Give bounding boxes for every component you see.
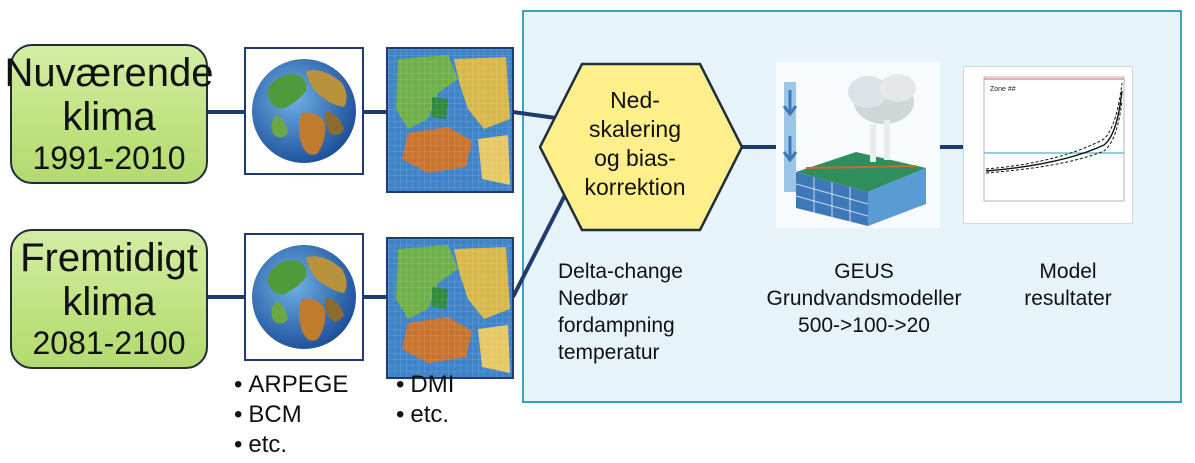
globe-icon <box>244 233 364 361</box>
globe-icon <box>244 47 364 175</box>
period-label: Fremtidigt <box>20 236 198 280</box>
downscaling-hexagon <box>538 62 744 232</box>
list-item: DMI <box>396 370 454 400</box>
current-climate-box: Nuværende klima 1991-2010 <box>5 44 214 184</box>
geus-label: GEUS Grundvandsmodeller 500->100->20 <box>752 258 976 339</box>
groundwater-model-icon <box>776 62 940 228</box>
delta-change-line: fordampning <box>558 314 675 337</box>
delta-change-line: Delta-change <box>558 260 683 283</box>
period-years: 1991-2010 <box>32 140 186 176</box>
model-results-label: Model resultater <box>1004 258 1132 312</box>
list-item: ARPEGE <box>234 370 348 400</box>
europe-map-icon <box>386 47 514 193</box>
delta-change-line: Nedbør <box>558 287 629 310</box>
list-item: etc. <box>234 430 348 460</box>
period-label: klima <box>62 95 156 139</box>
geus-line: Grundvandsmodeller <box>766 287 962 310</box>
connector-map2-hexagon <box>511 194 567 298</box>
geus-line: GEUS <box>834 260 894 283</box>
model-results-line: Model <box>1039 260 1097 283</box>
plot-title: Zone ## <box>990 86 1016 93</box>
future-climate-box: Fremtidigt klima 2081-2100 <box>10 229 208 369</box>
geus-line: 500->100->20 <box>798 314 930 337</box>
europe-map-icon <box>386 237 514 379</box>
downscaling-line: Ned- <box>610 87 660 113</box>
connector-map1-hexagon <box>512 110 557 120</box>
list-item: etc. <box>396 400 454 430</box>
regional-model-list: DMI etc. <box>396 370 454 430</box>
downscaling-line: og bias- <box>594 145 676 171</box>
model-results-line: resultater <box>1024 287 1112 310</box>
list-item: BCM <box>234 400 348 430</box>
period-label: Nuværende <box>4 51 214 95</box>
downscaling-line: skalering <box>588 116 682 142</box>
period-label: klima <box>62 280 156 324</box>
delta-change-label: Delta-change Nedbør fordampning temperat… <box>558 258 683 366</box>
delta-change-line: temperatur <box>558 341 660 364</box>
downscaling-line: korrektion <box>584 174 686 200</box>
period-years: 2081-2100 <box>32 325 186 361</box>
result-plot-icon: Zone ## <box>963 66 1133 224</box>
global-model-list: ARPEGE BCM etc. <box>234 370 348 460</box>
downscaling-label: Ned- skalering og bias- korrektion <box>530 86 740 202</box>
